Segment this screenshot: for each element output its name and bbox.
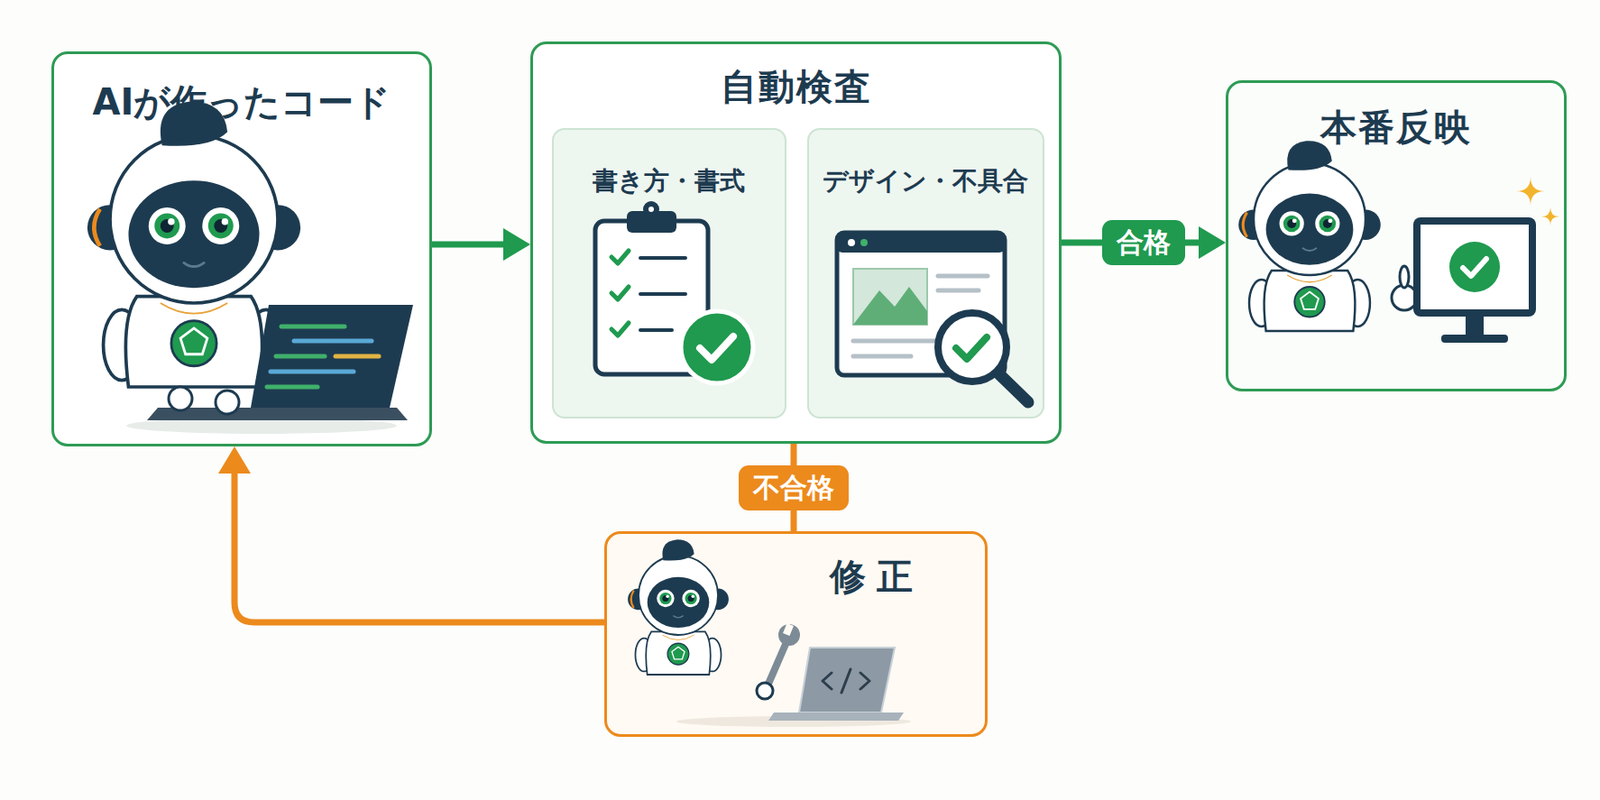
arrow-head [218,446,251,474]
arrow-head [1198,226,1226,259]
flow-connector [234,470,605,623]
check-circle [1449,241,1500,293]
edge-label: 合格 [1102,220,1186,266]
process-group: 自動検査書き方・書式デザイン・不具合 [530,41,1062,444]
arrow-head [503,228,531,261]
process-box: 修正 [604,531,988,737]
process-box: AIが作ったコード [51,51,433,447]
laptop-screen [799,647,895,713]
robot-illustration [87,101,301,387]
edge-label: 不合格 [738,465,849,511]
robot-illustration [627,539,729,675]
coding-robot [87,101,414,434]
code-lines [266,326,379,387]
release-robot [1238,140,1560,343]
laptop-screen [250,304,414,408]
clipboard-icon [595,201,754,384]
browser-icon [836,232,1029,403]
robot-hand [215,390,240,414]
node-title: 本番反映 [1225,105,1567,149]
flow-connector [432,241,506,249]
node-title: AIが作ったコード [51,80,433,124]
robot-hand [168,386,193,411]
check-box: 書き方・書式 [551,128,787,419]
node-title: 書き方・書式 [551,165,787,197]
monitor [1413,217,1536,317]
thumb-hand [1391,285,1417,311]
node-title: 修正 [804,554,949,598]
node-title: 自動検査 [530,64,1062,109]
monitor-foot [1441,334,1509,343]
code-symbol [822,669,870,693]
wrench [763,642,787,697]
sparkle [1516,176,1545,206]
wrench-notch [782,623,794,636]
fixing-robot [627,539,911,727]
check-mark [1462,258,1487,276]
node-title: デザイン・不具合 [807,165,1045,197]
monitor-screen [1420,224,1529,310]
sparkle [1541,207,1560,226]
monitor-stand [1465,316,1484,337]
robot-illustration [1238,140,1380,332]
shadow [676,716,911,727]
robot-hand [756,682,773,699]
check-box: デザイン・不具合 [807,128,1045,419]
laptop-base [768,712,904,721]
process-box: 本番反映 [1225,80,1567,392]
shadow [126,417,397,434]
wrench-head [778,624,800,646]
laptop-base [147,407,408,421]
thumb [1399,266,1409,288]
